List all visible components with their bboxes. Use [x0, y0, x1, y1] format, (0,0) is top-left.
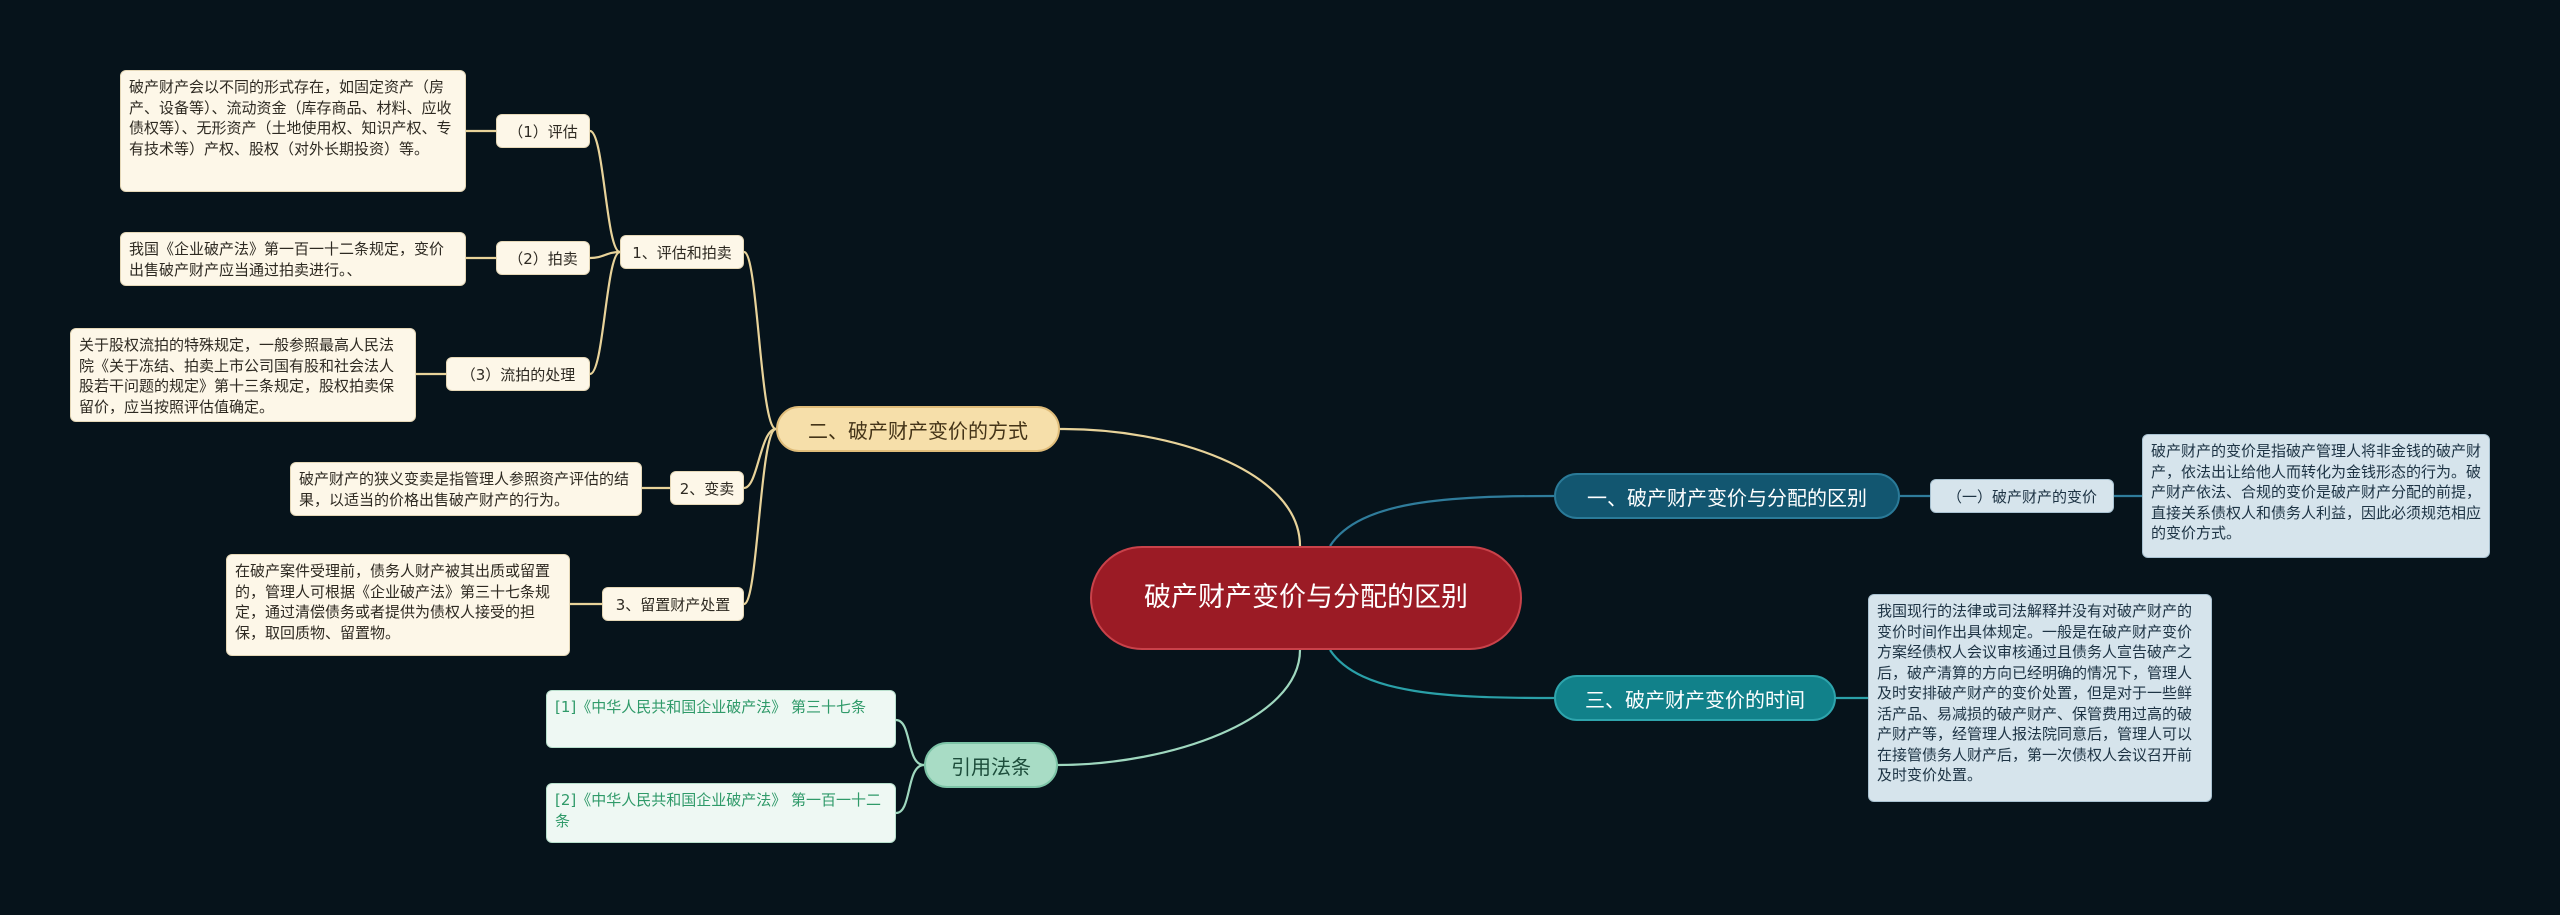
sub-sale-label: 2、变卖: [679, 479, 735, 498]
leaf-failed-auction-text: 关于股权流拍的特殊规定，一般参照最高人民法院《关于冻结、拍卖上市公司国有股和社会…: [70, 328, 416, 422]
item-auction[interactable]: （2）拍卖: [496, 241, 590, 275]
leaf-realization-text: 破产财产的变价是指破产管理人将非金钱的破产财产，依法出让给他人而转化为金钱形态的…: [2142, 434, 2490, 558]
leaf-assess-text: 破产财产会以不同的形式存在，如固定资产（房产、设备等）、流动资金（库存商品、材料…: [120, 70, 466, 192]
link-assess-item-3: [589, 250, 621, 376]
link-method-sale: [743, 427, 777, 490]
law-link-1-text: [1]《中华人民共和国企业破产法》 第三十七条: [555, 698, 867, 716]
leaf-realization-content: 破产财产的变价是指破产管理人将非金钱的破产财产，依法出让给他人而转化为金钱形态的…: [2151, 442, 2482, 542]
link-laws-item-2: [895, 763, 925, 815]
link-method-assess: [742, 250, 777, 431]
leaf-auction-text: 我国《企业破产法》第一百一十二条规定，变价出售破产财产应当通过拍卖进行。、: [120, 232, 466, 286]
link-assess-item-1: [589, 129, 621, 254]
item-failed-auction-label: （3）流拍的处理: [460, 365, 576, 384]
sub-assess-auction-label: 1、评估和拍卖: [632, 243, 732, 262]
link-laws-item-1: [895, 718, 925, 767]
sub-assess-auction[interactable]: 1、评估和拍卖: [620, 235, 744, 269]
sub-retain[interactable]: 3、留置财产处置: [602, 587, 744, 621]
root-topic[interactable]: 破产财产变价与分配的区别: [1090, 546, 1522, 650]
leaf-assess-content: 破产财产会以不同的形式存在，如固定资产（房产、设备等）、流动资金（库存商品、材料…: [129, 78, 452, 158]
sub-sale[interactable]: 2、变卖: [670, 471, 744, 505]
leaf-time-text: 我国现行的法律或司法解释并没有对破产财产的变价时间作出具体规定。一般是在破产财产…: [1868, 594, 2212, 802]
link-method-retain: [742, 427, 777, 606]
link-assess-item-2: [589, 250, 621, 260]
leaf-sale-text: 破产财产的狭义变卖是指管理人参照资产评估的结果，以适当的价格出售破产财产的行为。: [290, 462, 642, 516]
branch-time-label: 三、破产财产变价的时间: [1585, 687, 1805, 712]
leaf-retain-content: 在破产案件受理前，债务人财产被其出质或留置的，管理人可根据《企业破产法》第三十七…: [235, 562, 551, 642]
law-link-2-text: [2]《中华人民共和国企业破产法》 第一百一十二条: [555, 791, 882, 830]
item-auction-label: （2）拍卖: [508, 249, 578, 268]
root-topic-label: 破产财产变价与分配的区别: [1144, 582, 1468, 613]
branch-method-label: 二、破产财产变价的方式: [808, 418, 1028, 443]
item-assess-label: （1）评估: [508, 122, 578, 141]
link-root-laws: [1057, 649, 1302, 767]
link-root-time: [1329, 649, 1555, 700]
branch-method[interactable]: 二、破产财产变价的方式: [776, 406, 1060, 452]
sub-retain-label: 3、留置财产处置: [615, 595, 731, 614]
branch-difference-label: 一、破产财产变价与分配的区别: [1587, 485, 1867, 510]
link-root-method: [1059, 427, 1302, 547]
leaf-auction-content: 我国《企业破产法》第一百一十二条规定，变价出售破产财产应当通过拍卖进行。、: [129, 240, 445, 279]
law-link-1[interactable]: [1]《中华人民共和国企业破产法》 第三十七条: [546, 690, 896, 748]
leaf-sale-content: 破产财产的狭义变卖是指管理人参照资产评估的结果，以适当的价格出售破产财产的行为。: [299, 470, 630, 509]
item-assess[interactable]: （1）评估: [496, 114, 590, 148]
sub-realization[interactable]: （一）破产财产的变价: [1930, 479, 2114, 513]
law-link-2[interactable]: [2]《中华人民共和国企业破产法》 第一百一十二条: [546, 783, 896, 843]
branch-laws[interactable]: 引用法条: [924, 742, 1058, 788]
item-failed-auction[interactable]: （3）流拍的处理: [446, 357, 590, 391]
leaf-failed-auction-content: 关于股权流拍的特殊规定，一般参照最高人民法院《关于冻结、拍卖上市公司国有股和社会…: [79, 336, 395, 416]
leaf-retain-text: 在破产案件受理前，债务人财产被其出质或留置的，管理人可根据《企业破产法》第三十七…: [226, 554, 570, 656]
branch-difference[interactable]: 一、破产财产变价与分配的区别: [1554, 473, 1900, 519]
link-root-difference: [1329, 494, 1555, 547]
branch-time[interactable]: 三、破产财产变价的时间: [1554, 675, 1836, 721]
sub-realization-label: （一）破产财产的变价: [1946, 487, 2097, 506]
leaf-time-content: 我国现行的法律或司法解释并没有对破产财产的变价时间作出具体规定。一般是在破产财产…: [1877, 602, 2193, 784]
branch-laws-label: 引用法条: [951, 754, 1031, 779]
